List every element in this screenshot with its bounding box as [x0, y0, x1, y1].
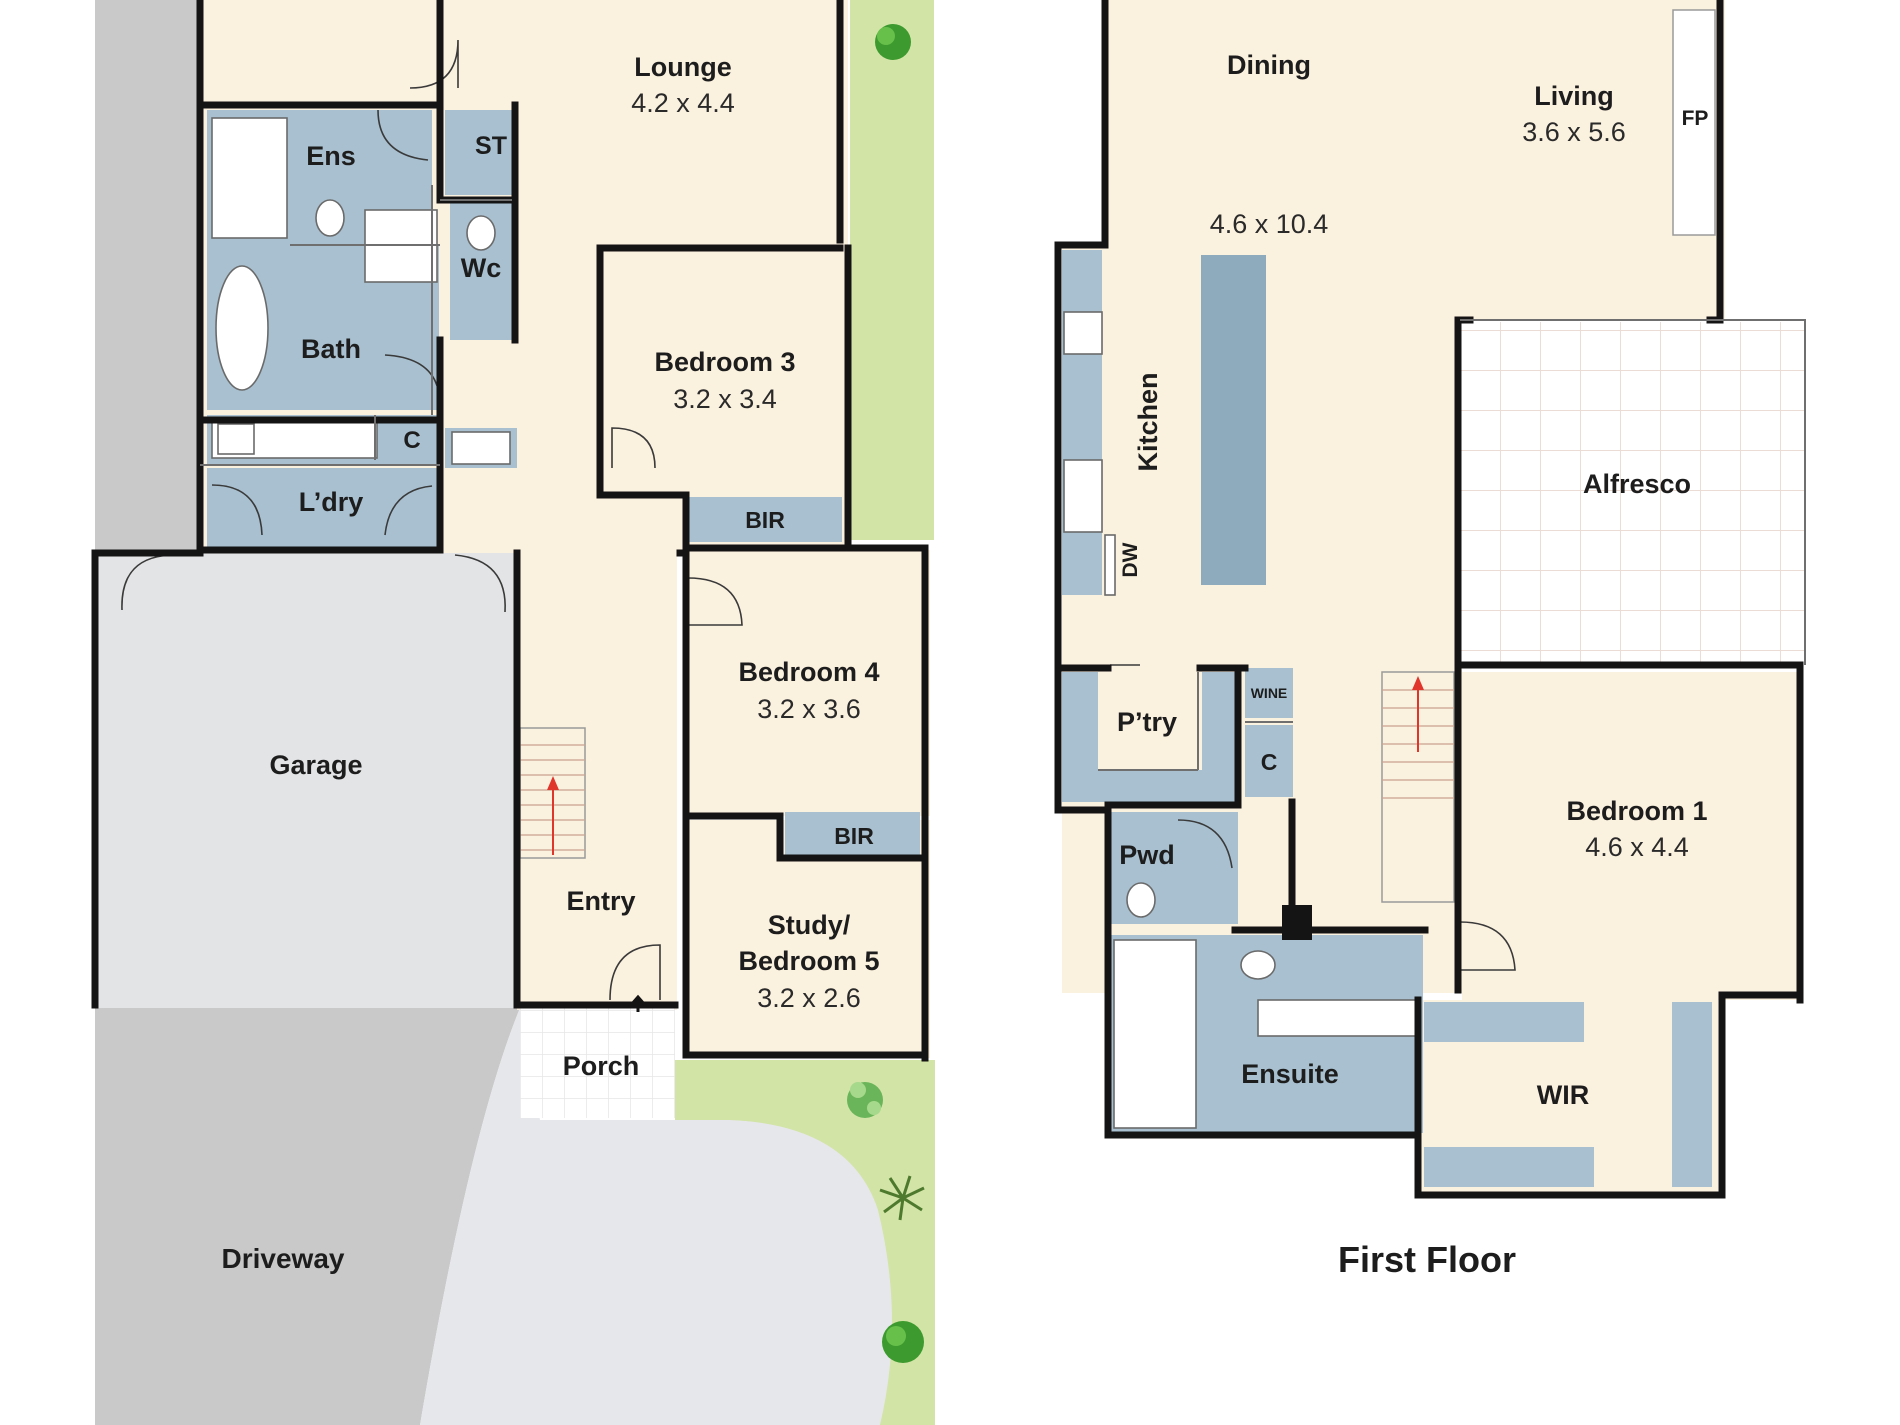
shrub-icon: [875, 24, 911, 60]
kitchen-island: [1201, 255, 1266, 585]
alfresco-tiles: [1460, 322, 1805, 662]
study-label-1: Study/: [768, 910, 851, 940]
wir-shelf-top: [1424, 1002, 1584, 1042]
kitchen-label: Kitchen: [1133, 372, 1163, 471]
first-floor-stairs: [1381, 671, 1455, 903]
ens-label: Ens: [306, 141, 356, 171]
wir-shelf-right: [1672, 1002, 1712, 1187]
door-swing: [611, 427, 656, 469]
shrub-icon: [847, 1082, 883, 1118]
ground-stairs: [519, 727, 586, 859]
shrub-icon: [882, 1321, 924, 1363]
living-dim: 3.6 x 5.6: [1522, 117, 1626, 147]
wc-label: Wc: [461, 253, 502, 283]
fp-label: FP: [1682, 107, 1709, 130]
garage-label: Garage: [269, 750, 362, 780]
ensuite-shower: [1113, 939, 1197, 1129]
door-swing: [609, 944, 661, 1001]
lawn-strip: [850, 0, 934, 540]
pantry-inner: [1098, 672, 1202, 770]
st-area: [445, 110, 512, 195]
ldry-area: [207, 468, 439, 548]
wc-toilet: [466, 215, 496, 251]
pantry-label: P’try: [1117, 707, 1177, 737]
dw-unit: [1104, 534, 1116, 596]
fp-hearth: [1672, 9, 1716, 236]
wir-shelf-bottom: [1424, 1147, 1594, 1187]
kitchen-bench: [1062, 250, 1102, 595]
ground-thin-walls: [200, 185, 512, 466]
lounge-label: Lounge: [634, 52, 731, 82]
bath-label: Bath: [301, 334, 361, 364]
cooktop: [1063, 311, 1103, 355]
pwd-label: Pwd: [1119, 840, 1175, 870]
dw-label: DW: [1119, 542, 1142, 577]
st-label: ST: [475, 132, 507, 160]
ensuite-vanity: [1257, 999, 1421, 1037]
door-swing: [384, 485, 433, 536]
kitchen-dim: 4.6 x 10.4: [1210, 209, 1329, 239]
bathtub: [215, 265, 269, 391]
alfresco-label: Alfresco: [1583, 469, 1691, 499]
entry-arrow-icon: [627, 994, 649, 1012]
laundry-sink: [217, 423, 255, 455]
pwd-toilet: [1126, 882, 1156, 918]
bedroom1-floor: [1462, 672, 1800, 1000]
bedroom1-label: Bedroom 1: [1566, 796, 1707, 826]
bir4-label: BIR: [834, 823, 874, 849]
ensuite-toilet: [1240, 950, 1276, 980]
bedroom4-dim: 3.2 x 3.6: [757, 694, 861, 724]
study-label-2: Bedroom 5: [738, 946, 879, 976]
kitchen-sink: [1063, 459, 1103, 533]
door-swing: [1177, 819, 1233, 869]
door-swing: [454, 554, 506, 613]
porch-label: Porch: [563, 1051, 640, 1081]
ens-toilet: [315, 199, 345, 237]
entry-label: Entry: [566, 886, 635, 916]
first-floor: [1054, 0, 1806, 1199]
wine-label: WINE: [1251, 685, 1288, 701]
bedroom4-label: Bedroom 4: [738, 657, 879, 687]
door-swing: [687, 577, 743, 626]
bedroom3-label: Bedroom 3: [654, 347, 795, 377]
c-label: C: [403, 427, 420, 454]
door-swing: [409, 39, 459, 89]
wine-area: [1245, 668, 1293, 718]
door-swing: [377, 109, 429, 161]
ground-floor: [91, 0, 935, 1425]
nook-basin: [451, 431, 511, 465]
c-label-first: C: [1261, 749, 1278, 775]
study-dim: 3.2 x 2.6: [757, 983, 861, 1013]
living-label: Living: [1534, 81, 1614, 111]
palm-icon: [879, 1175, 925, 1221]
stair-void: [1282, 905, 1312, 940]
dining-label: Dining: [1227, 50, 1311, 80]
lounge-dim: 4.2 x 4.4: [631, 88, 735, 118]
bedroom3-dim: 3.2 x 3.4: [673, 384, 777, 414]
bedroom4-floor: [686, 550, 930, 816]
ground-walls: [91, 0, 929, 1062]
garage-floor: [95, 553, 517, 1008]
porch-tiles: [520, 1008, 675, 1118]
bedroom1-dim: 4.6 x 4.4: [1585, 832, 1689, 862]
side-path-strip: [95, 0, 200, 550]
bir3-label: BIR: [745, 507, 785, 533]
ensuite-label: Ensuite: [1241, 1059, 1339, 1089]
door-swing: [211, 484, 263, 536]
first-floor-title: First Floor: [1338, 1239, 1516, 1280]
door-swing: [1459, 921, 1516, 971]
wir-label: WIR: [1537, 1080, 1589, 1110]
ldry-label: L’dry: [299, 487, 364, 517]
first-floor-thin-walls: [1098, 319, 1806, 771]
c-area: [1245, 725, 1293, 797]
driveway-label: Driveway: [222, 1243, 345, 1274]
bir4-area: [785, 812, 920, 857]
shower-tray: [211, 117, 288, 239]
bir3-area: [686, 497, 842, 542]
driveway-dark: [95, 1008, 520, 1425]
